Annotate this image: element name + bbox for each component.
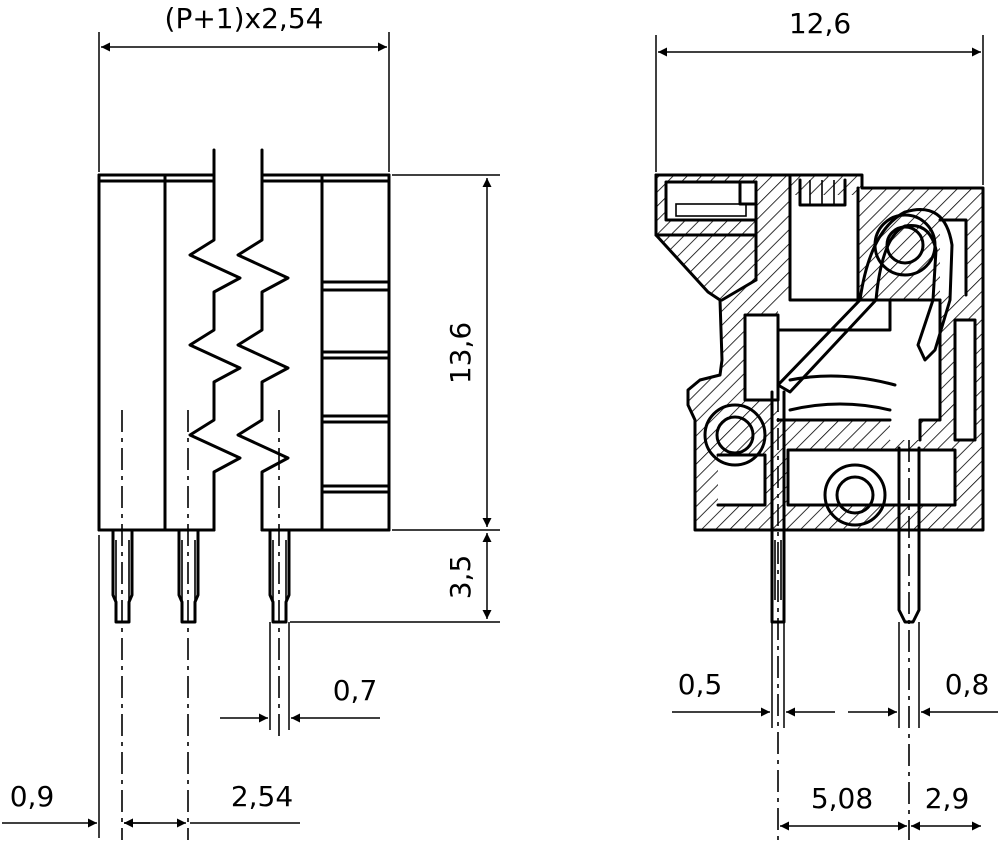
dim-pin-length: 3,5: [290, 533, 500, 623]
side-pins: [770, 390, 921, 840]
dim-side-pin-spacing-label: 5,08: [811, 782, 873, 815]
side-holes: [703, 213, 937, 527]
dim-side-pin-right-width: 0,8: [848, 622, 998, 728]
dim-side-pin-offset: 2,9: [911, 782, 981, 831]
dim-front-width-label: (P+1)x2,54: [165, 2, 324, 35]
dim-body-height: 13,6: [392, 174, 500, 531]
dim-edge-offset-label: 0,9: [10, 780, 55, 813]
front-pins: [111, 528, 291, 624]
dim-side-pin-spacing: 5,08: [780, 782, 907, 831]
dim-pitch-label: 2,54: [231, 780, 293, 813]
front-pin-centerlines: [121, 410, 280, 840]
dim-side-depth-label: 12,6: [789, 7, 851, 40]
dim-side-pin-left-width: 0,5: [672, 622, 835, 728]
dim-pin-width: 0,7: [220, 622, 380, 730]
side-outlines: [654, 173, 985, 532]
front-housing: [97, 148, 391, 532]
dim-side-pin-offset-label: 2,9: [925, 782, 970, 815]
dim-pin-width-label: 0,7: [333, 674, 378, 707]
dim-side-pin-left-width-label: 0,5: [678, 668, 723, 701]
dim-side-depth: 12,6: [655, 7, 984, 185]
side-spring-clamp: [776, 207, 954, 394]
dim-body-height-label: 13,6: [444, 322, 477, 384]
side-view: 12,6 0,5 0,8 5,08 2,9: [654, 7, 998, 840]
dim-side-pin-right-width-label: 0,8: [945, 668, 990, 701]
dim-pin-length-label: 3,5: [444, 555, 477, 600]
dim-front-width: (P+1)x2,54: [98, 2, 390, 172]
dim-edge-offset: 0,9: [2, 535, 150, 838]
front-view: (P+1)x2,54 13,6 3,5 0,7 0,9: [2, 2, 500, 840]
dim-pitch: 2,54: [124, 780, 300, 828]
